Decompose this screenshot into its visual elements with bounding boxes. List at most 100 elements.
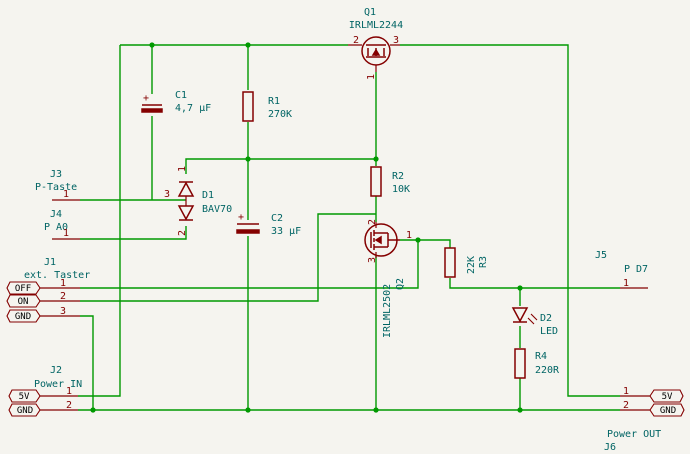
j1-label-off: OFF: [15, 284, 31, 294]
connector-j2[interactable]: J2 Power IN 5V GND 1 2: [8, 365, 82, 417]
r3-body: [444, 247, 456, 278]
r3-value: 22K: [466, 256, 477, 274]
capacitor-c1[interactable]: + C1 4,7 µF: [141, 90, 211, 114]
r4-body: [514, 348, 526, 379]
d2-ref: D2: [540, 313, 552, 324]
junction-dot: [373, 407, 379, 413]
j1-pin-num-3: 3: [60, 306, 66, 317]
connector-j1[interactable]: J1 ext. Taster OFF ON GND 1 2 3: [6, 257, 90, 323]
j6-label-gnd-shape: [649, 403, 685, 417]
q1-pin-right: 3: [393, 35, 399, 46]
c2-plus: +: [238, 212, 244, 223]
j2-pin-num-1: 1: [66, 386, 72, 397]
j6-pin-lines: [620, 395, 650, 411]
wires: [78, 44, 620, 411]
d1-pin-common: 3: [164, 189, 170, 200]
junction-dot: [245, 42, 251, 48]
connector-j4[interactable]: J4 P A0 1: [44, 209, 80, 240]
diode-d1[interactable]: 3 1 2 D1 BAV70: [164, 166, 232, 236]
junction-dot: [373, 156, 379, 162]
junction-dot: [245, 407, 251, 413]
r3-ref: R3: [478, 256, 489, 268]
d2-triangle: [511, 307, 529, 323]
q2-pin-bottom: 3: [367, 257, 378, 263]
wire-mid-node: [185, 158, 376, 174]
d2-light-arrows: [527, 313, 538, 325]
j1-label-gnd: GND: [15, 312, 31, 322]
q1-leads: [348, 44, 400, 72]
j1-pin-num-2: 2: [60, 291, 66, 302]
r2-ref: R2: [392, 171, 404, 182]
j2-pin-lines: [40, 395, 78, 411]
r4-ref: R4: [535, 351, 547, 362]
wire-r3: [418, 239, 620, 289]
resistor-r4[interactable]: R4 220R: [514, 348, 560, 379]
j6-label-5v: 5V: [662, 392, 673, 402]
capacitor-c2[interactable]: + C2 33 µF: [236, 212, 301, 237]
j2-label-gnd: GND: [17, 406, 33, 416]
c1-value: 4,7 µF: [175, 103, 211, 114]
q2-ref: Q2: [395, 278, 406, 290]
junction-dot: [90, 407, 96, 413]
j1-ref: J1: [44, 257, 56, 268]
j1-label-gnd-shape: [6, 309, 41, 323]
wire-ext-gnd: [80, 315, 94, 410]
j4-name: P A0: [44, 222, 68, 233]
j6-pin-num-2: 2: [623, 400, 629, 411]
j1-pin-lines: [40, 287, 80, 317]
resistor-r2[interactable]: R2 10K: [370, 166, 410, 197]
junction-dot: [415, 237, 421, 243]
resistor-r1[interactable]: R1 270K: [242, 91, 292, 122]
j6-label-gnd: GND: [660, 406, 676, 416]
j4-pin-num: 1: [63, 228, 69, 239]
c1-plate-bottom: [141, 108, 163, 113]
connector-j5[interactable]: J5 P D7 1: [595, 250, 648, 289]
r4-value: 220R: [535, 365, 560, 376]
wire-on: [80, 213, 376, 302]
junction-dot: [517, 407, 523, 413]
j1-label-on: ON: [18, 297, 29, 307]
transistor-q2[interactable]: 2 1 3 Q2 IRLML2502: [364, 219, 412, 338]
q2-pin-left: 1: [406, 230, 412, 241]
j2-label-5v: 5V: [19, 392, 30, 402]
j1-name: ext. Taster: [24, 270, 90, 281]
wire-top-rail-right: [400, 44, 620, 397]
c1-ref: C1: [175, 90, 187, 101]
q1-arrow: [371, 48, 381, 56]
j1-pin-num-1: 1: [60, 278, 66, 289]
d1-ref: D1: [202, 190, 214, 201]
d1-pin-top: 1: [177, 166, 188, 172]
j2-name: Power IN: [34, 379, 82, 390]
j1-label-off-shape: [6, 281, 41, 295]
q1-pin-bottom: 1: [366, 74, 377, 80]
q1-value: IRLML2244: [349, 20, 403, 31]
led-d2[interactable]: D2 LED: [511, 307, 558, 337]
q1-pin-left: 2: [353, 35, 359, 46]
connector-j6[interactable]: 5V GND 1 2 Power OUT J6: [604, 386, 685, 453]
wire-off: [80, 239, 419, 289]
j5-name: P D7: [624, 264, 648, 275]
connector-j3[interactable]: J3 P-Taste 1: [35, 169, 80, 201]
j6-pin-num-1: 1: [623, 386, 629, 397]
r1-ref: R1: [268, 96, 280, 107]
j6-label-5v-shape: [649, 389, 684, 403]
j5-pin-num: 1: [623, 278, 629, 289]
j3-ref: J3: [50, 169, 62, 180]
wire-5v-in: [78, 45, 121, 397]
j2-label-gnd-shape: [8, 403, 41, 417]
q2-arrow: [374, 235, 382, 245]
d1-value: BAV70: [202, 204, 232, 215]
c2-value: 33 µF: [271, 226, 301, 237]
d1-lower-diode: [177, 205, 195, 221]
r2-body: [370, 166, 382, 197]
j2-label-5v-shape: [8, 389, 41, 403]
r2-value: 10K: [392, 184, 410, 195]
j3-name: P-Taste: [35, 182, 77, 193]
transistor-q1[interactable]: Q1 IRLML2244 2 3 1: [348, 7, 403, 80]
j3-pin-num: 1: [63, 189, 69, 200]
wire-d1-pin2: [80, 226, 187, 240]
d2-value: LED: [540, 326, 558, 337]
resistor-r3[interactable]: 22K R3: [444, 247, 489, 278]
j2-pin-num-2: 2: [66, 400, 72, 411]
